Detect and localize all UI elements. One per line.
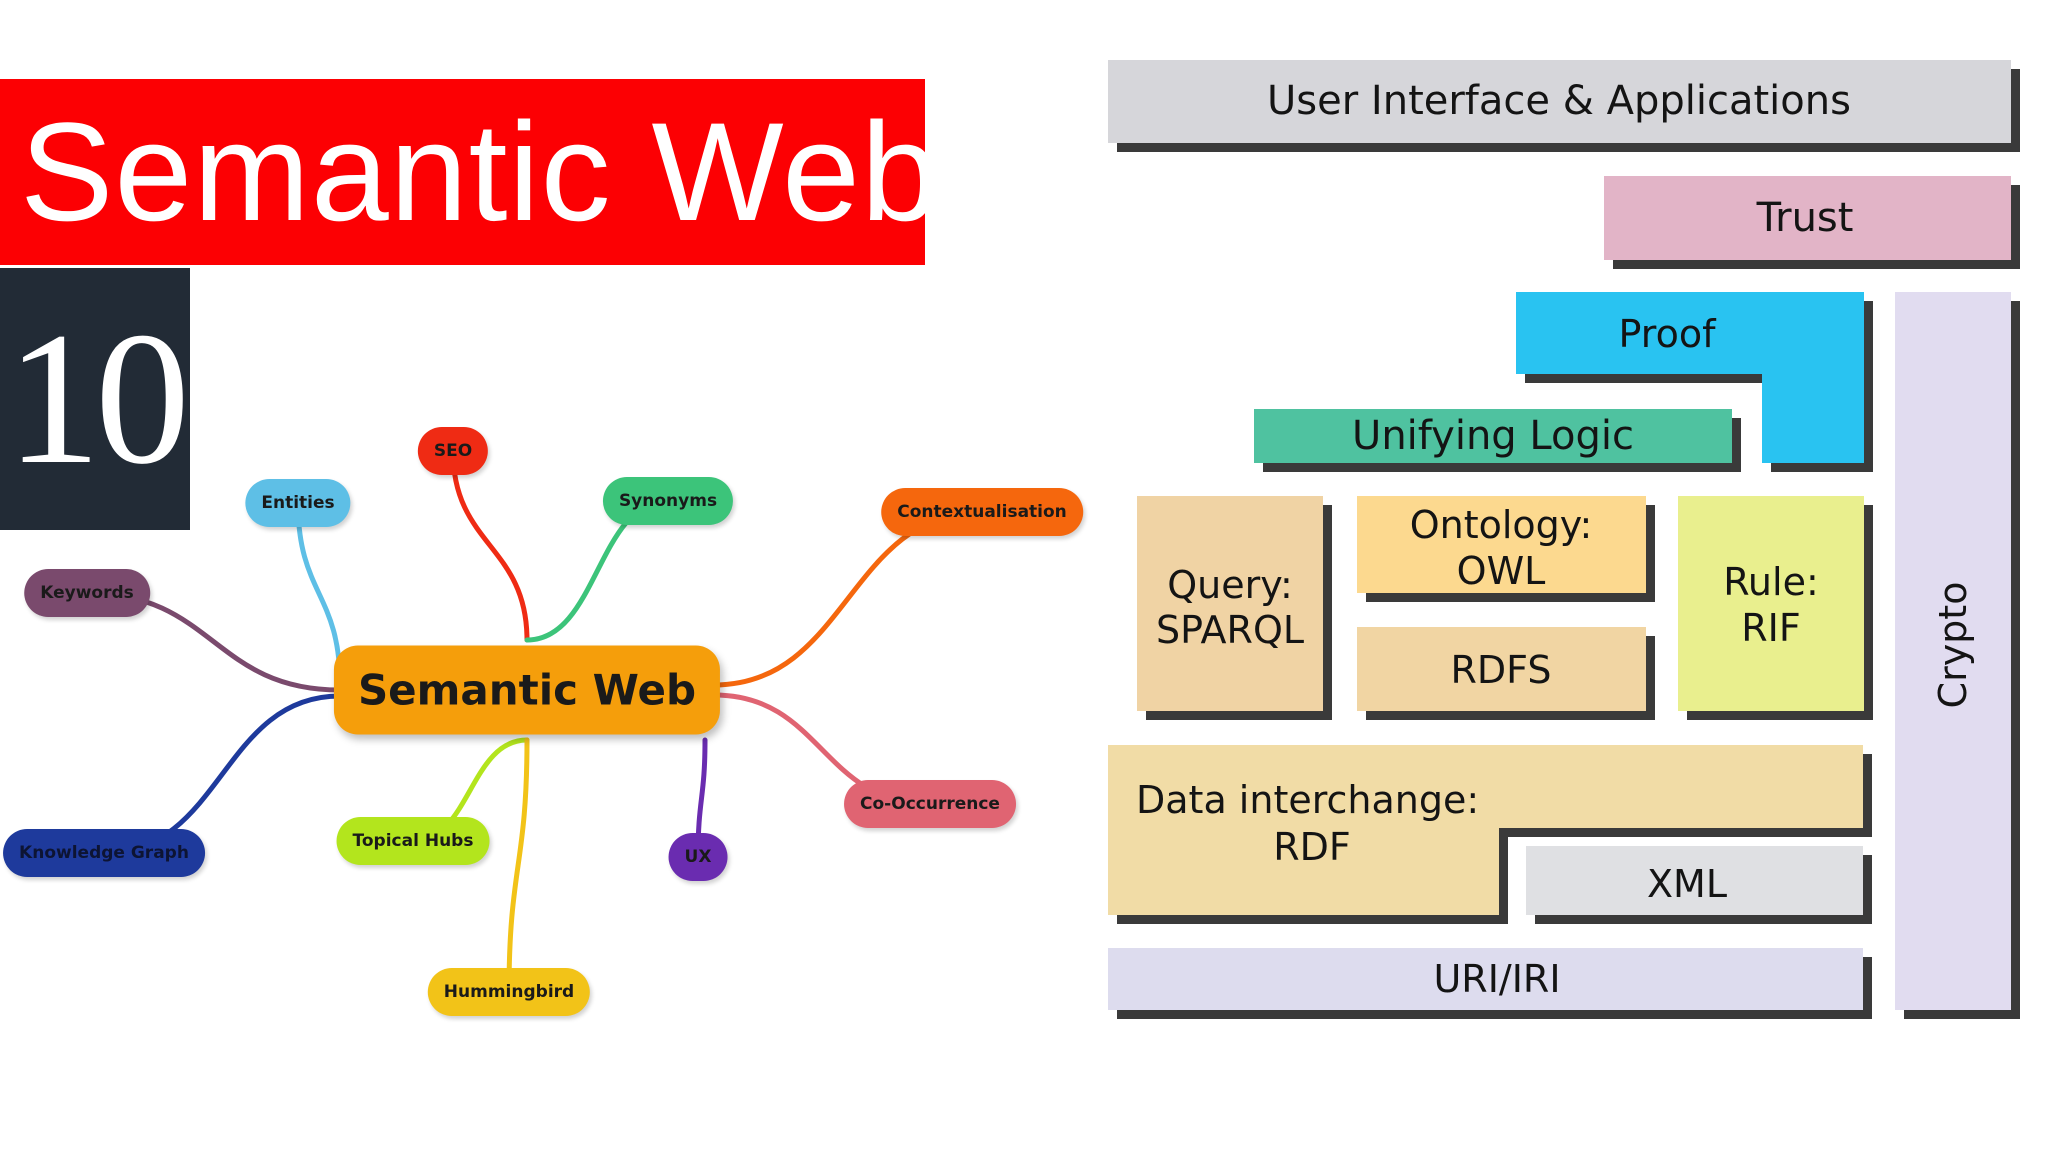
layer-crypto-label: Crypto [1931, 581, 1975, 709]
mind-map-node-contextualisation: Contextualisation [881, 488, 1083, 536]
mind-map-branch [295, 500, 343, 687]
layer-proof-overlay [1516, 292, 1864, 374]
layer-ontology-owl [1357, 496, 1646, 593]
mind-map-node-entities: Entities [245, 479, 351, 527]
layer-query-label-line1: Query: [1167, 563, 1293, 607]
layer-trust-label: Trust [1756, 195, 1854, 241]
layer-rdfs-label: RDFS [1450, 648, 1552, 692]
layer-user-interface [1108, 60, 2011, 143]
layer-rdfs [1357, 627, 1646, 711]
mind-map-center-node: Semantic Web [333, 645, 721, 735]
layer-uri-iri [1108, 948, 1863, 1010]
mind-map-node-knowledge-graph: Knowledge Graph [3, 829, 205, 877]
layer-unifying-logic-label: Unifying Logic [1352, 413, 1634, 459]
layer-ontology-label-line2: OWL [1456, 549, 1546, 593]
episode-badge: 10 [0, 268, 190, 530]
mind-map-branch [506, 737, 530, 995]
layer-uri-iri-label: URI/IRI [1433, 957, 1561, 1001]
mind-map-node-topical-hubs: Topical Hubs [336, 817, 490, 865]
layer-query-label-line2: SPARQL [1155, 608, 1305, 652]
layer-xml [1526, 846, 1863, 915]
layer-user-interface-label: User Interface & Applications [1267, 78, 1851, 124]
mind-map-branch [450, 448, 530, 643]
title-banner: Semantic Web [0, 79, 939, 265]
mind-map-node-synonyms: Synonyms [602, 477, 734, 525]
layer-proof-label: Proof [1618, 312, 1716, 356]
mind-map-node-co-occurrence: Co-Occurrence [844, 780, 1016, 828]
mind-map-node-seo: SEO [417, 427, 489, 475]
episode-number: 10 [6, 294, 190, 504]
mind-map-node-ux: UX [668, 833, 728, 881]
layer-trust [1604, 176, 2011, 260]
layer-data-interchange-overlay [1108, 745, 1863, 828]
mind-map-node-keywords: Keywords [24, 569, 150, 617]
layer-rule-label-line1: Rule: [1723, 560, 1819, 604]
layer-ontology-label-line1: Ontology: [1409, 503, 1593, 547]
banner-title: Semantic Web [20, 93, 940, 250]
layer-rule-label-line2: RIF [1741, 606, 1801, 650]
layer-data-interchange-label-line2: RDF [1273, 825, 1351, 869]
mind-map-node-hummingbird: Hummingbird [427, 968, 591, 1016]
layer-query-sparql [1137, 496, 1323, 711]
layer-rule-rif [1678, 496, 1864, 711]
mind-map-branch [711, 509, 985, 688]
layer-data-interchange-label-line1: Data interchange: [1136, 778, 1480, 822]
layer-unifying-logic [1254, 409, 1732, 463]
layer-xml-label: XML [1647, 862, 1727, 906]
layer-crypto [1895, 292, 2011, 1010]
